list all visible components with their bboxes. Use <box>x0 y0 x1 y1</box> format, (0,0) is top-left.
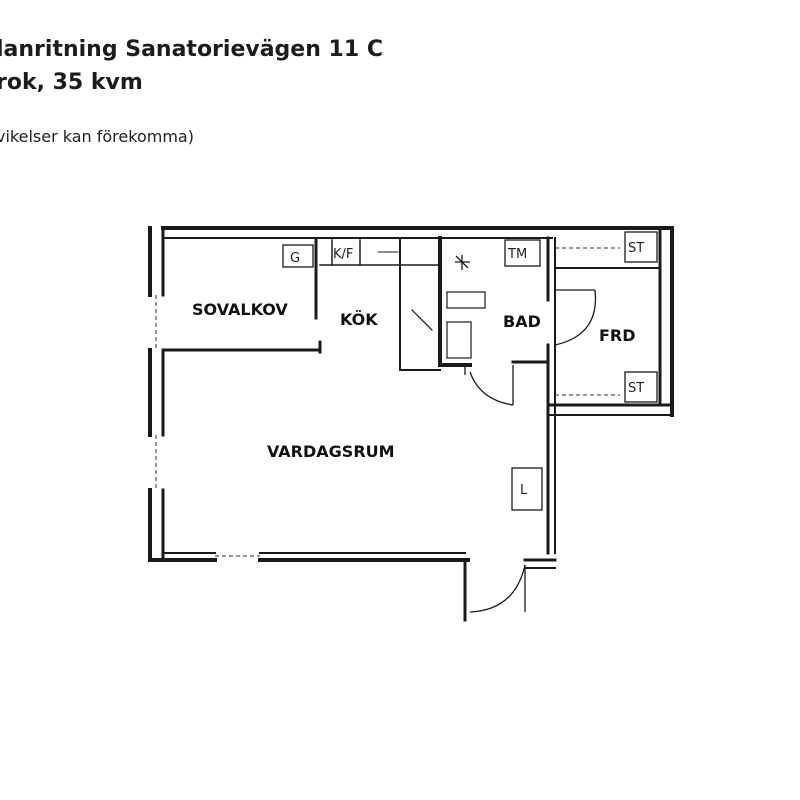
door-arc-frd <box>554 289 597 346</box>
symbol-g: G <box>290 251 300 266</box>
light-fixture-icon <box>455 255 470 270</box>
sink-mark <box>411 309 433 331</box>
storage-st-top <box>624 231 658 263</box>
symbol-st-top: ST <box>628 241 644 256</box>
cabinet-l <box>511 467 543 511</box>
wardrobe-g <box>282 244 314 268</box>
symbol-kf: K/F <box>333 247 353 262</box>
plan-title: lanritning Sanatorievägen 11 C <box>0 37 383 62</box>
walls <box>148 226 674 622</box>
room-label-kok: KÖK <box>340 310 378 329</box>
plan-subtitle: rok, 35 kvm <box>0 70 143 95</box>
room-label-bad: BAD <box>503 312 541 331</box>
door-arc-entrance <box>469 564 526 613</box>
room-label-sovalkov: SOVALKOV <box>192 300 288 319</box>
room-label-vardagsrum: VARDAGSRUM <box>267 442 395 461</box>
deviation-note: vikelser kan förekomma) <box>0 127 194 146</box>
windows-and-shelves <box>155 247 620 557</box>
door-swings <box>282 231 658 613</box>
symbol-tm: TM <box>507 247 527 262</box>
room-label-frd: FRD <box>599 326 636 345</box>
symbol-l: L <box>520 483 528 498</box>
storage-st-bottom <box>624 371 658 403</box>
bathtub-symbol <box>446 291 486 309</box>
toilet-symbol <box>446 321 472 359</box>
door-arc-bad <box>469 371 514 406</box>
washer-tm <box>504 239 541 267</box>
symbol-st-bottom: ST <box>628 381 644 396</box>
